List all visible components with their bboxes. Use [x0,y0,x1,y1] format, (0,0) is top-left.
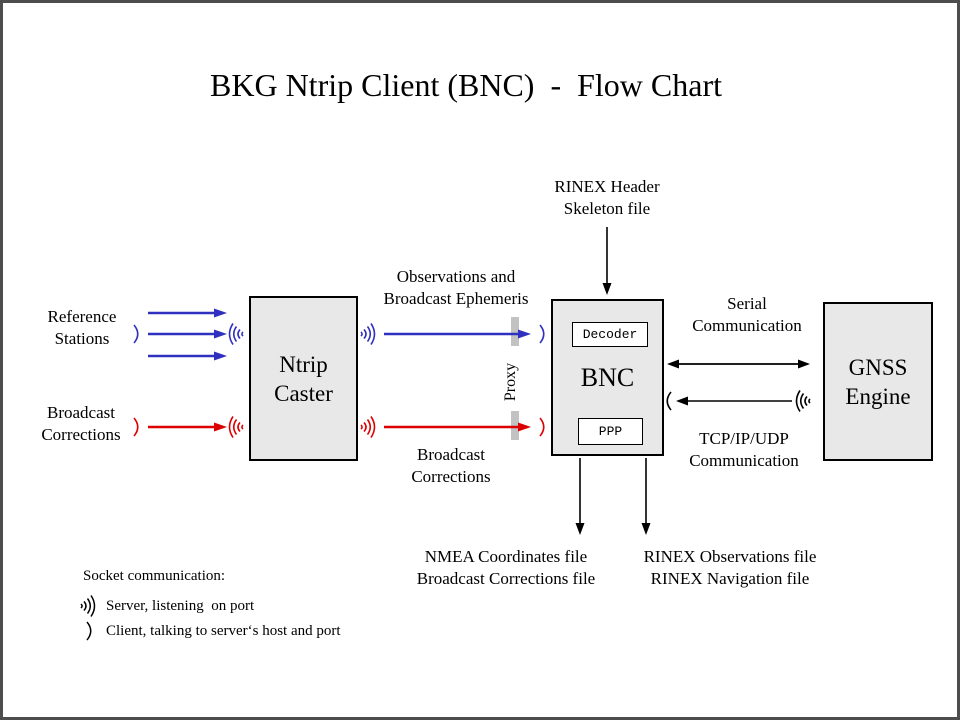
reference-stations-arrows [148,308,227,361]
server-socket-icon [228,416,244,438]
server-socket-icon [360,416,376,438]
legend-heading: Socket communication: [83,568,226,584]
page-title: BKG Ntrip Client (BNC) - Flow Chart [210,67,722,103]
client-socket-icon [666,391,672,411]
decoder-node: Decoder [572,322,648,347]
broadcast-corrections-input-label: Broadcast Corrections [41,403,121,444]
legend-client-icon [86,621,92,641]
bnc-output-arrows [575,458,651,535]
serial-communication-label: Serial Communication [692,294,802,335]
nmea-output-label: NMEA Coordinates file Broadcast Correcti… [416,547,596,588]
rinex-header-skeleton-label: RINEX Header Skeleton file [554,177,660,218]
legend-server-icon [80,595,96,617]
broadcast-corrections-mid-label: Broadcast Corrections [411,445,491,486]
server-socket-icon [795,390,811,412]
broadcast-corrections-arrow-mid [384,422,531,432]
rinex-output-label: RINEX Observations file RINEX Navigation… [643,547,817,588]
tcpip-communication-label: TCP/IP/UDP Communication [689,429,799,470]
legend-server-label: Server, listening on port [106,598,255,614]
ntrip-caster-node: Ntrip Caster [249,296,358,461]
client-socket-icon [539,324,545,344]
rinex-header-arrow [602,227,612,295]
gnss-engine-label: GNSS Engine [845,354,911,409]
ntrip-caster-label: Ntrip Caster [274,351,333,406]
observations-label: Observations and Broadcast Ephemeris [383,267,529,308]
bnc-label: BNC [580,363,635,392]
bnc-node: Decoder BNC PPP [551,299,664,456]
legend-client-label: Client, talking to server‘s host and por… [106,623,341,639]
gnss-engine-node: GNSS Engine [823,302,933,461]
observations-arrow [384,329,531,339]
broadcast-corrections-arrow-left [148,422,227,432]
ppp-label: PPP [598,424,623,439]
ppp-node: PPP [578,418,643,445]
server-socket-icon [228,323,244,345]
server-socket-icon [360,323,376,345]
tcpip-communication-arrow [676,396,792,406]
decoder-label: Decoder [582,327,638,342]
proxy-label: Proxy [502,362,519,402]
client-socket-icon [539,417,545,437]
reference-stations-label: Reference Stations [47,307,117,348]
serial-communication-arrow [667,359,810,369]
